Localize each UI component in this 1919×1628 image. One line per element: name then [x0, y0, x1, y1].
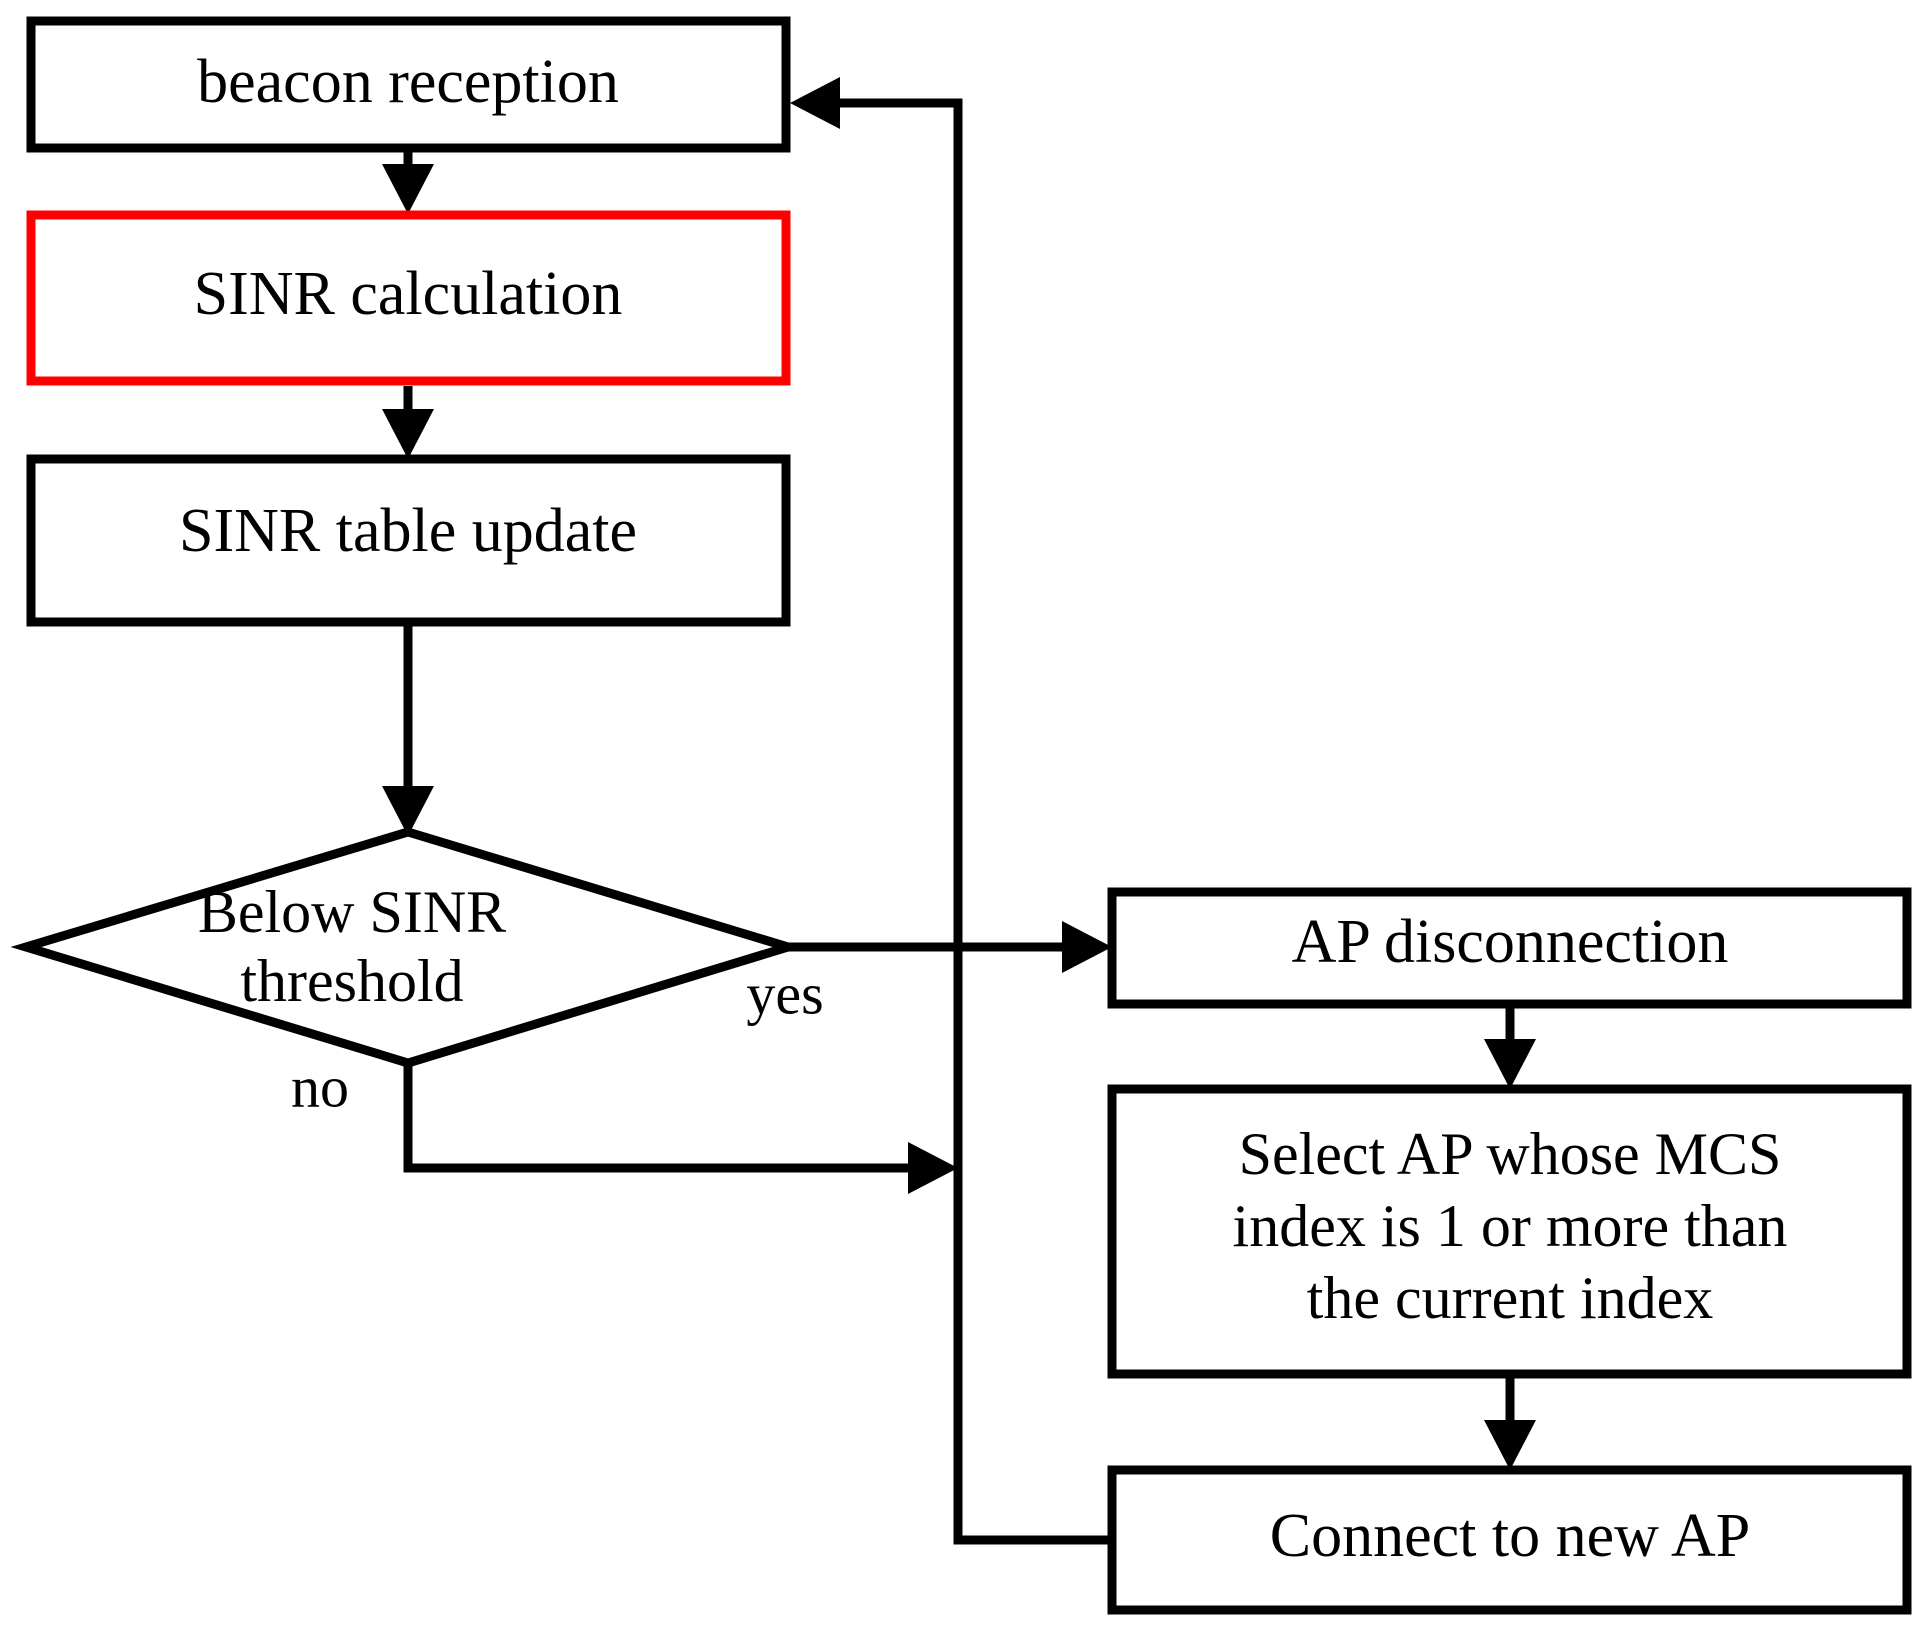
node-sinr-calculation[interactable]: SINR calculation	[26, 210, 791, 386]
edge-label-yes: yes	[746, 961, 823, 1026]
edge-beacon-to-sinr-calc	[382, 152, 434, 214]
edge-no-to-feedback-line	[403, 1064, 958, 1194]
edge-table-update-to-decision	[382, 624, 434, 836]
edge-sinr-calc-to-table-update	[382, 386, 434, 459]
node-beacon-reception-label: beacon reception	[197, 48, 619, 116]
node-select-ap[interactable]: Select AP whose MCS index is 1 or more t…	[1107, 1084, 1912, 1379]
edge-yes-to-ap-disconnection	[788, 921, 1112, 973]
node-connect-new-ap[interactable]: Connect to new AP	[1107, 1465, 1912, 1615]
edge-label-no: no	[291, 1054, 349, 1119]
node-sinr-calculation-label: SINR calculation	[194, 260, 623, 328]
edge-select-ap-to-connect-new-ap	[1484, 1374, 1536, 1470]
node-below-sinr-threshold-label-line1: Below SINR	[198, 879, 506, 945]
edge-feedback-to-beacon-reception	[790, 77, 1108, 1545]
node-below-sinr-threshold-label-line2: threshold	[240, 948, 463, 1014]
edge-ap-disconnection-to-select-ap	[1484, 1004, 1536, 1089]
node-below-sinr-threshold[interactable]: Below SINR threshold	[10, 827, 804, 1068]
node-sinr-table-update-label: SINR table update	[179, 497, 637, 565]
node-select-ap-label-line1: Select AP whose MCS	[1239, 1121, 1782, 1187]
node-sinr-table-update[interactable]: SINR table update	[26, 454, 791, 627]
node-beacon-reception[interactable]: beacon reception	[26, 16, 791, 153]
node-select-ap-label-line3: the current index	[1307, 1265, 1714, 1331]
node-ap-disconnection-label: AP disconnection	[1292, 908, 1729, 976]
node-connect-new-ap-label: Connect to new AP	[1270, 1502, 1750, 1570]
node-select-ap-label-line2: index is 1 or more than	[1233, 1193, 1788, 1259]
node-ap-disconnection[interactable]: AP disconnection	[1107, 887, 1912, 1009]
